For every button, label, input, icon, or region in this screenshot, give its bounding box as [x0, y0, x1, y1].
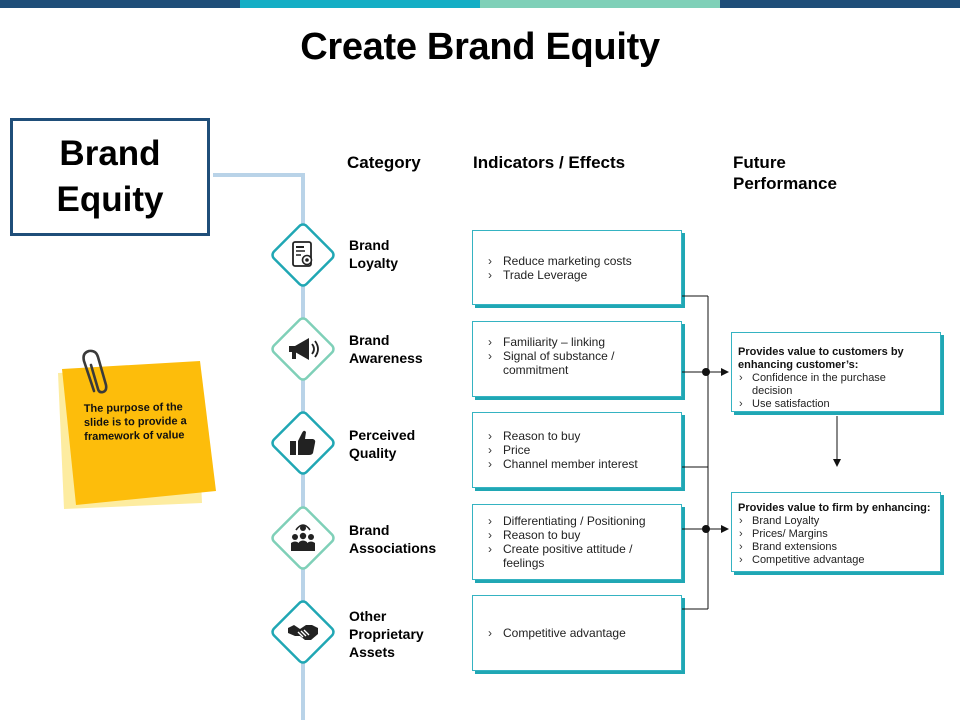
header-indicators: Indicators / Effects: [473, 153, 626, 172]
list-item: Channel member interest: [487, 457, 638, 471]
thumbs-up-icon: [290, 430, 316, 455]
performance-list: Confidence in the purchase decision Use …: [738, 372, 934, 411]
indicator-box-brand-loyalty: Reduce marketing costs Trade Leverage: [472, 230, 682, 305]
top-bar-segment-1: [0, 0, 240, 8]
top-bar-segment-3: [480, 0, 720, 8]
category-label-line: Brand: [349, 522, 390, 538]
performance-list: Brand Loyalty Prices/ Margins Brand exte…: [738, 515, 934, 567]
header-future-line1: Future: [733, 153, 786, 172]
category-label-line: Quality: [349, 445, 397, 461]
top-bar-segment-4: [720, 0, 960, 8]
list-item: Trade Leverage: [487, 268, 632, 282]
indicator-box-brand-awareness: Familiarity – linking Signal of substanc…: [472, 321, 682, 397]
brand-equity-box: Brand Equity: [10, 118, 210, 236]
brand-equity-line1: Brand: [59, 134, 161, 173]
indicator-list: Reason to buy Price Channel member inter…: [473, 429, 644, 471]
category-label-line: Brand: [349, 332, 390, 348]
sticky-note: [58, 349, 216, 509]
diamond-brand-awareness: [265, 311, 341, 387]
indicator-box-perceived-quality: Reason to buy Price Channel member inter…: [472, 412, 682, 488]
junction-dot-bottom: [702, 525, 710, 533]
page-title: Create Brand Equity: [300, 26, 660, 68]
indicator-list: Competitive advantage: [473, 626, 632, 640]
list-item: Differentiating / Positioning: [487, 514, 675, 528]
brand-equity-line2: Equity: [56, 180, 164, 219]
brand-connector-horizontal: [213, 173, 305, 177]
header-category: Category: [347, 153, 421, 172]
category-label-proprietary-assets: Other Proprietary Assets: [349, 607, 424, 661]
list-item: Brand Loyalty: [738, 515, 928, 528]
indicator-list: Familiarity – linking Signal of substanc…: [473, 335, 681, 377]
category-label-line: Other: [349, 608, 387, 624]
list-item: Reduce marketing costs: [487, 254, 632, 268]
category-label-line: Assets: [349, 644, 395, 660]
category-label-line: Associations: [349, 540, 437, 556]
list-item: Familiarity – linking: [487, 335, 675, 349]
category-label-line: Brand: [349, 237, 390, 253]
list-item: Create positive attitude / feelings: [487, 542, 675, 570]
performance-box-firm: Provides value to firm by enhancing: Bra…: [731, 492, 941, 572]
junction-dot-top: [702, 368, 710, 376]
top-bar-segment-2: [240, 0, 480, 8]
handshake-icon: [288, 625, 318, 640]
list-item: Competitive advantage: [487, 626, 626, 640]
performance-box-customers: Provides value to customers by enhancing…: [731, 332, 941, 412]
diamond-brand-loyalty: [265, 217, 341, 293]
list-item: Confidence in the purchase decision: [738, 372, 928, 398]
category-label-line: Loyalty: [349, 255, 399, 271]
list-item: Competitive advantage: [738, 554, 928, 567]
list-item: Reason to buy: [487, 528, 675, 542]
indicator-box-brand-associations: Differentiating / Positioning Reason to …: [472, 504, 682, 580]
megaphone-icon: [289, 338, 319, 360]
diamond-proprietary-assets: [265, 594, 341, 670]
list-item: Brand extensions: [738, 541, 928, 554]
list-item: Reason to buy: [487, 429, 638, 443]
list-item: Signal of substance / commitment: [487, 349, 675, 377]
paperclip-icon: [82, 349, 108, 394]
indicator-list: Reduce marketing costs Trade Leverage: [473, 254, 638, 282]
list-item: Price: [487, 443, 638, 457]
header-future-performance: Future Performance: [733, 152, 837, 194]
sticky-note-text: The purpose of the slide is to provide a…: [83, 401, 187, 443]
category-label-perceived-quality: Perceived Quality: [349, 426, 415, 462]
indicator-list: Differentiating / Positioning Reason to …: [473, 514, 681, 570]
performance-heading: Provides value to customers by enhancing…: [738, 346, 904, 371]
category-label-line: Awareness: [349, 350, 423, 366]
category-label-brand-associations: Brand Associations: [349, 521, 436, 557]
category-label-line: Perceived: [349, 427, 416, 443]
list-item: Use satisfaction: [738, 398, 928, 411]
team-icon: [291, 524, 315, 551]
performance-heading: Provides value to firm by enhancing:: [738, 502, 931, 514]
indicator-box-proprietary-assets: Competitive advantage: [472, 595, 682, 671]
header-future-line2: Performance: [733, 174, 837, 193]
category-label-brand-loyalty: Brand Loyalty: [349, 236, 398, 272]
certificate-icon: [292, 241, 313, 267]
diamond-perceived-quality: [265, 405, 341, 481]
category-label-line: Proprietary: [349, 626, 424, 642]
list-item: Prices/ Margins: [738, 528, 928, 541]
category-label-brand-awareness: Brand Awareness: [349, 331, 423, 367]
diamond-brand-associations: [265, 500, 341, 576]
